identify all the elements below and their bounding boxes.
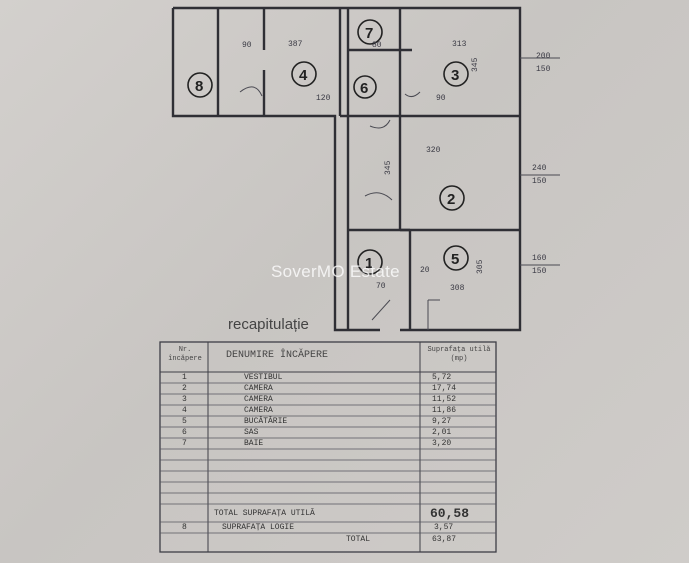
recap-table-grid — [159, 341, 497, 553]
row-area: 11,86 — [432, 406, 457, 415]
loggia-label: SUPRAFAȚA LOGIE — [222, 523, 295, 532]
dimension-label: 200 — [536, 52, 551, 61]
room-number-1: 1 — [365, 255, 373, 272]
row-nr: 1 — [182, 373, 187, 382]
table-row: 2 CAMERA 17,74 — [160, 384, 496, 395]
room-number-5: 5 — [451, 251, 459, 268]
table-row: 6 SAS 2,01 — [160, 428, 496, 439]
row-nr: 4 — [182, 406, 187, 415]
total-util-row: TOTAL SUPRAFAȚA UTILĂ 60,58 — [160, 506, 496, 523]
watermark-text: SoverMO Estate — [271, 262, 400, 281]
row-area: 2,01 — [432, 428, 452, 437]
dimension-label: 90 — [242, 41, 252, 50]
outer-walls — [171, 6, 522, 332]
row-area: 5,72 — [432, 373, 452, 382]
row-name: BAIE — [244, 439, 264, 448]
dimension-label: 345 — [384, 160, 393, 175]
row-nr: 7 — [182, 439, 187, 448]
row-area: 9,27 — [432, 417, 452, 426]
table-row: 3 CAMERA 11,52 — [160, 395, 496, 406]
row-name: VESTIBUL — [244, 373, 283, 382]
dimension-label: 240 — [532, 164, 547, 173]
row-nr: 2 — [182, 384, 187, 393]
dimension-label: 80 — [372, 41, 382, 50]
room-number-2: 2 — [447, 191, 455, 208]
row-area: 11,52 — [432, 395, 457, 404]
dimension-label: 20 — [420, 266, 430, 275]
row-area: 3,20 — [432, 439, 452, 448]
dimension-label: 313 — [452, 40, 467, 49]
row-nr: 5 — [182, 417, 187, 426]
dimension-label: 70 — [376, 282, 386, 291]
room-number-6: 6 — [360, 80, 368, 97]
dimension-labels: 387 313 320 308 240 150 200 150 160 150 … — [242, 40, 551, 293]
total-row: TOTAL 63,87 — [160, 535, 496, 546]
room-number-7: 7 — [365, 25, 373, 42]
room-labels: 8 4 7 6 3 2 1 5 — [187, 19, 469, 275]
row-name: SAS — [244, 428, 259, 437]
loggia-nr: 8 — [182, 523, 187, 532]
table-row: 4 CAMERA 11,86 — [160, 406, 496, 417]
row-name: BUCĂTĂRIE — [244, 417, 288, 426]
total-util-value: 60,58 — [430, 506, 470, 521]
loggia-value: 3,57 — [434, 523, 454, 532]
row-nr: 6 — [182, 428, 187, 437]
dimension-label: 120 — [316, 94, 331, 103]
room-number-8: 8 — [195, 78, 203, 95]
total-label: TOTAL — [346, 535, 371, 544]
header-nr: Nr. încăpere — [168, 346, 202, 363]
dimension-label: 150 — [536, 65, 551, 74]
row-name: CAMERA — [244, 395, 273, 404]
header-name: DENUMIRE ÎNCĂPERE — [226, 350, 329, 361]
dimension-label: 90 — [436, 94, 446, 103]
dimension-label: 305 — [476, 259, 485, 274]
room-number-4: 4 — [299, 67, 308, 84]
row-area: 17,74 — [432, 384, 457, 393]
row-nr: 3 — [182, 395, 187, 404]
dimension-label: 320 — [426, 146, 441, 155]
dimension-label: 308 — [450, 284, 465, 293]
room-number-3: 3 — [451, 67, 459, 84]
header-area: Suprafața utilă (mp) — [427, 346, 491, 363]
recap-title: recapitulație — [228, 316, 309, 333]
loggia-row: 8 SUPRAFAȚA LOGIE 3,57 — [160, 523, 496, 534]
dimension-label: 160 — [532, 254, 547, 263]
table-row: 7 BAIE 3,20 — [160, 439, 496, 450]
table-row: 1 VESTIBUL 5,72 — [160, 373, 496, 384]
dimension-label: 150 — [532, 177, 547, 186]
dimension-label: 387 — [288, 40, 303, 49]
dimension-label: 345 — [471, 57, 480, 72]
dimension-label: 150 — [532, 267, 547, 276]
row-name: CAMERA — [244, 406, 273, 415]
total-value: 63,87 — [432, 535, 457, 544]
row-name: CAMERA — [244, 384, 273, 393]
door-swings — [239, 57, 560, 330]
recap-table: Nr. încăpere DENUMIRE ÎNCĂPERE Suprafața… — [160, 342, 496, 552]
inner-walls — [216, 8, 520, 330]
table-row: 5 BUCĂTĂRIE 9,27 — [160, 417, 496, 428]
total-util-label: TOTAL SUPRAFAȚA UTILĂ — [214, 509, 315, 518]
